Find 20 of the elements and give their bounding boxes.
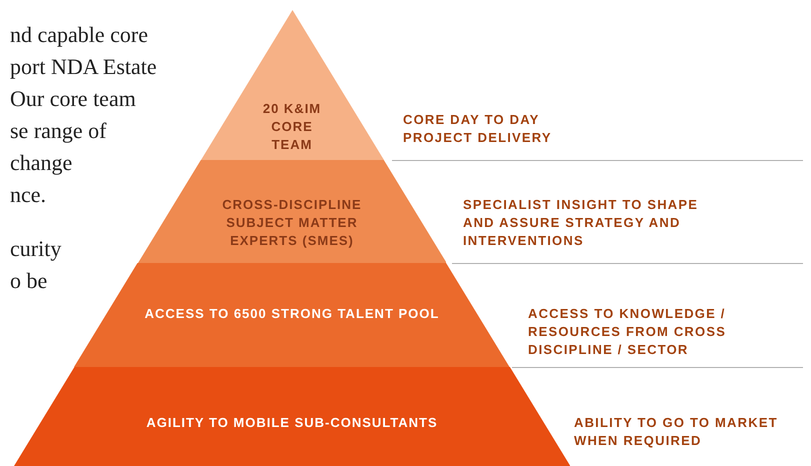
body-text-fragment: se range of: [10, 118, 107, 144]
body-text-fragment: Our core team: [10, 86, 136, 112]
pyramid-tier: [138, 160, 446, 263]
body-text-fragment: o be: [10, 268, 48, 294]
tier-label: 20 K&IM CORE TEAM: [262, 100, 322, 154]
body-text-fragment: nce.: [10, 182, 46, 208]
tier-description: ABILITY TO GO TO MARKET WHEN REQUIRED: [574, 414, 779, 450]
pyramid-top-tier: [200, 10, 384, 160]
tier-description: ACCESS TO KNOWLEDGE / RESOURCES FROM CROSS DISCIPLINE / SECTOR: [528, 305, 728, 359]
pyramid-tier: [74, 263, 510, 367]
tier-description: CORE DAY TO DAY PROJECT DELIVERY: [403, 111, 553, 147]
pyramid-tier: [14, 367, 570, 466]
tier-label: AGILITY TO MOBILE SUB-CONSULTANTS: [145, 414, 439, 432]
tier-label: ACCESS TO 6500 STRONG TALENT POOL: [144, 305, 440, 323]
body-text-fragment: port NDA Estate: [10, 54, 157, 80]
body-text-fragment: curity: [10, 236, 62, 262]
body-text-fragment: nd capable core: [10, 22, 148, 48]
body-text-fragment: change: [10, 150, 72, 176]
tier-label: CROSS-DISCIPLINE SUBJECT MATTER EXPERTS (SMES): [221, 196, 363, 250]
tier-description: SPECIALIST INSIGHT TO SHAPE AND ASSURE STRATEGY AND INTERVENTIONS: [463, 196, 700, 250]
